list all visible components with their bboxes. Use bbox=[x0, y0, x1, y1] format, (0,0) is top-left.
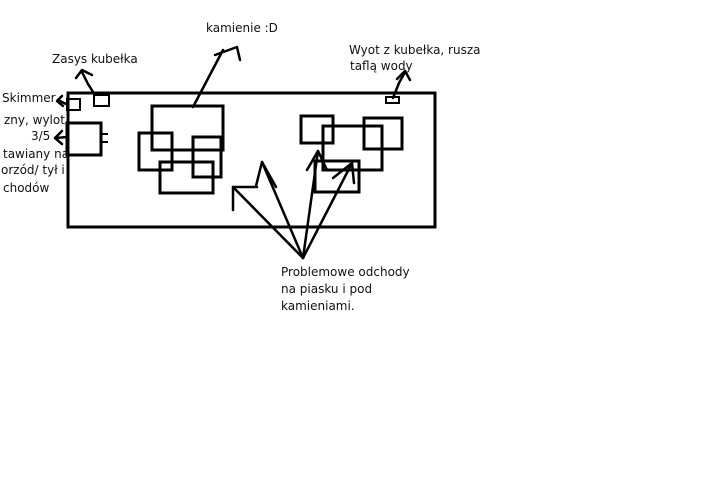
problem-label-line3: kamieniami. bbox=[281, 299, 355, 313]
pump-box bbox=[65, 121, 103, 157]
bucket-intake-box bbox=[93, 94, 110, 107]
rocks-arrow-head bbox=[213, 45, 242, 62]
skimmer-label: Skimmer bbox=[2, 91, 56, 105]
rock-2 bbox=[137, 131, 174, 172]
outlet-arrow-head bbox=[395, 69, 412, 82]
intake-arrow-head bbox=[74, 68, 94, 80]
bucket-intake-label: Zasys kubełka bbox=[52, 52, 138, 66]
problem-arrow-2 bbox=[260, 160, 305, 260]
aquarium-tank bbox=[66, 91, 437, 229]
problem-arrow-2-head bbox=[254, 160, 278, 189]
rock-4 bbox=[158, 160, 215, 195]
side-note-line2: 3/5 bbox=[31, 129, 51, 143]
rocks-arrow bbox=[191, 48, 225, 109]
problem-arrow-4 bbox=[301, 161, 354, 260]
problem-arrow-1 bbox=[231, 185, 305, 260]
side-note-line1: zny, wylot bbox=[4, 113, 65, 127]
skimmer-arrow bbox=[56, 98, 68, 106]
problem-label-line1: Problemowe odchody bbox=[281, 265, 410, 279]
skimmer-arrow-head bbox=[55, 94, 65, 108]
rock-1 bbox=[150, 104, 225, 152]
outlet-arrow bbox=[391, 70, 407, 100]
rocks-label: kamienie :D bbox=[206, 21, 278, 35]
problem-arrow-1-head bbox=[231, 185, 259, 212]
rock-7 bbox=[362, 116, 404, 151]
bucket-outlet-label-line2: taflą wody bbox=[350, 59, 413, 73]
intake-arrow bbox=[80, 70, 97, 97]
pump-arrow bbox=[54, 135, 69, 140]
problem-arrow-4-head bbox=[331, 161, 356, 185]
problem-arrow-3 bbox=[301, 149, 320, 260]
side-note-line3: tawiany na bbox=[3, 147, 70, 161]
rock-5 bbox=[299, 114, 335, 145]
problem-arrow-3-head bbox=[305, 149, 329, 172]
bucket-outlet-label-line1: Wyot z kubełka, rusza bbox=[349, 43, 481, 57]
problem-label-line2: na piasku i pod bbox=[281, 282, 373, 296]
side-note-line5: chodów bbox=[3, 181, 50, 195]
rock-3 bbox=[191, 135, 223, 179]
side-note-line4: orzód/ tył i bbox=[1, 163, 65, 177]
pump-arrow-head bbox=[53, 129, 64, 146]
